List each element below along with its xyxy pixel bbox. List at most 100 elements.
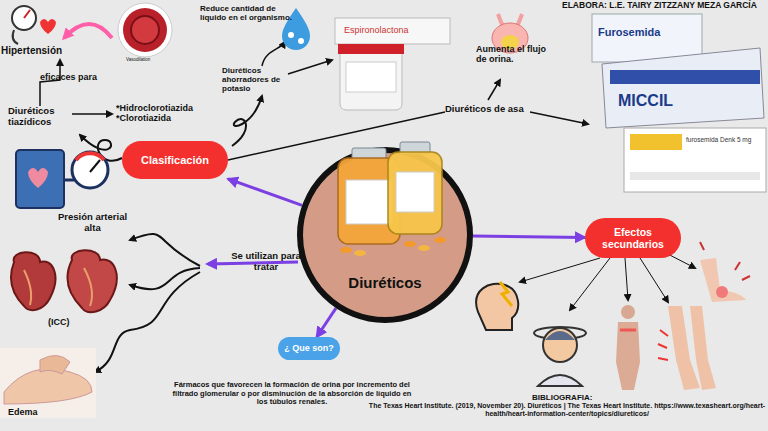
gauge	[12, 6, 36, 30]
leader-line	[520, 258, 600, 282]
box-stripe	[610, 70, 760, 84]
box-stripe	[630, 172, 760, 180]
concept-label: Hipertensión	[1, 45, 73, 57]
node-text: Diuréticos	[348, 274, 421, 291]
heart-symbol	[40, 19, 56, 34]
note-text: Reduce cantidad de líquido en el organis…	[200, 4, 298, 22]
concept-label: (ICC)	[48, 317, 80, 327]
curly-leader	[232, 96, 262, 146]
gauge-scale	[76, 153, 104, 160]
relation-label: eficaces para	[40, 72, 112, 82]
purple-connector	[317, 308, 336, 337]
package-text: Furosemida	[598, 26, 698, 39]
leader-line	[288, 60, 332, 74]
bottle-cap	[338, 44, 404, 54]
relation-label: Se utilizan para tratar	[220, 251, 312, 273]
author-credit: ELABORA: L.E. TAIRY ZITZZANY MEZA GARCÍA	[562, 1, 768, 11]
pain-mark	[658, 330, 668, 360]
reference-heading: BIBLIOGRAFIA:	[532, 393, 612, 402]
category-pill: Clasificación	[122, 141, 228, 179]
leader-line	[530, 112, 588, 124]
tube	[13, 30, 18, 44]
curved-arrow	[64, 24, 112, 38]
drug-boxes	[592, 14, 766, 192]
head	[543, 328, 577, 362]
blood-pressure-monitor	[16, 150, 108, 208]
concept-label: Diuréticos ahorradores de potasio	[222, 66, 288, 94]
dizziness-icon	[534, 327, 586, 386]
gauge-needle	[24, 10, 30, 18]
edema-photo	[0, 348, 96, 418]
heart	[11, 252, 56, 310]
hand	[40, 355, 70, 374]
pill	[354, 250, 366, 256]
leader-line	[640, 258, 668, 302]
frame	[118, 3, 172, 57]
gauge-needle	[90, 160, 100, 172]
body	[538, 375, 582, 386]
purple-leader	[208, 262, 298, 264]
spironolactone-box	[335, 18, 450, 110]
inflammation	[716, 286, 728, 298]
box	[335, 18, 450, 44]
furosemida-box	[592, 14, 702, 62]
curly-leader	[130, 234, 200, 266]
vessel-lumen	[131, 16, 159, 44]
pill	[404, 241, 416, 247]
drop-dot	[298, 38, 304, 44]
question-pill: ¿ Que son?	[278, 337, 340, 360]
headache-icon	[476, 282, 518, 330]
denk-box	[624, 128, 766, 192]
leg	[690, 306, 716, 390]
head	[621, 305, 635, 319]
hair	[545, 331, 575, 340]
miccil-box	[602, 48, 764, 128]
reference-text: The Texas Heart Institute. (2019, Novemb…	[366, 402, 768, 418]
drop-dot	[288, 32, 294, 38]
category-pill: Efectos secundarios	[585, 218, 681, 258]
pill	[434, 237, 446, 243]
pain-mark	[620, 329, 636, 332]
heart-symbol	[28, 168, 48, 188]
central-circle: Diuréticos	[297, 147, 473, 323]
vessel	[84, 268, 92, 306]
package-text: MICCIL	[618, 92, 718, 110]
pill	[418, 245, 430, 251]
node-text: ¿ Que son?	[284, 343, 334, 353]
node-text: Clasificación	[141, 154, 209, 167]
vasodilation-image	[118, 3, 172, 57]
leg-cramp-icon	[658, 306, 716, 390]
leader-line	[488, 80, 500, 100]
body-icon	[616, 305, 640, 390]
gauge	[72, 152, 108, 188]
leader-line	[570, 258, 610, 310]
pain-bolt	[500, 282, 512, 306]
pain-mark	[700, 242, 750, 280]
bottle-label	[346, 62, 396, 92]
torso	[616, 322, 640, 390]
purple-connector	[228, 179, 302, 206]
heart-illustration	[11, 250, 117, 312]
package-text: furosemida Denk 5 mg	[686, 136, 764, 143]
concept-label: Edema	[8, 407, 48, 417]
bottle-cap	[400, 142, 430, 154]
bottle	[338, 158, 400, 244]
leader-line	[262, 42, 285, 66]
vessel	[24, 270, 31, 305]
node-text: Efectos secundarios	[591, 226, 675, 250]
bottle-label	[346, 180, 392, 224]
purple-connector	[473, 236, 585, 237]
pill-bottles	[338, 142, 446, 256]
leader-line	[625, 258, 628, 300]
head	[476, 284, 518, 330]
concept-label: Diuréticos de asa	[445, 104, 537, 115]
drug-list: *Hidroclorotiazida *Clorotiazida	[116, 103, 208, 124]
vessel	[123, 8, 167, 52]
image-caption: Vasodilation	[126, 57, 166, 62]
concept-label: Presión arterial alta	[55, 212, 130, 234]
pill	[340, 247, 352, 253]
denk-logo	[630, 134, 682, 150]
note-text: Aumenta el flujo de orina.	[476, 44, 548, 65]
bottle-cap	[352, 148, 386, 160]
tube	[64, 179, 74, 182]
